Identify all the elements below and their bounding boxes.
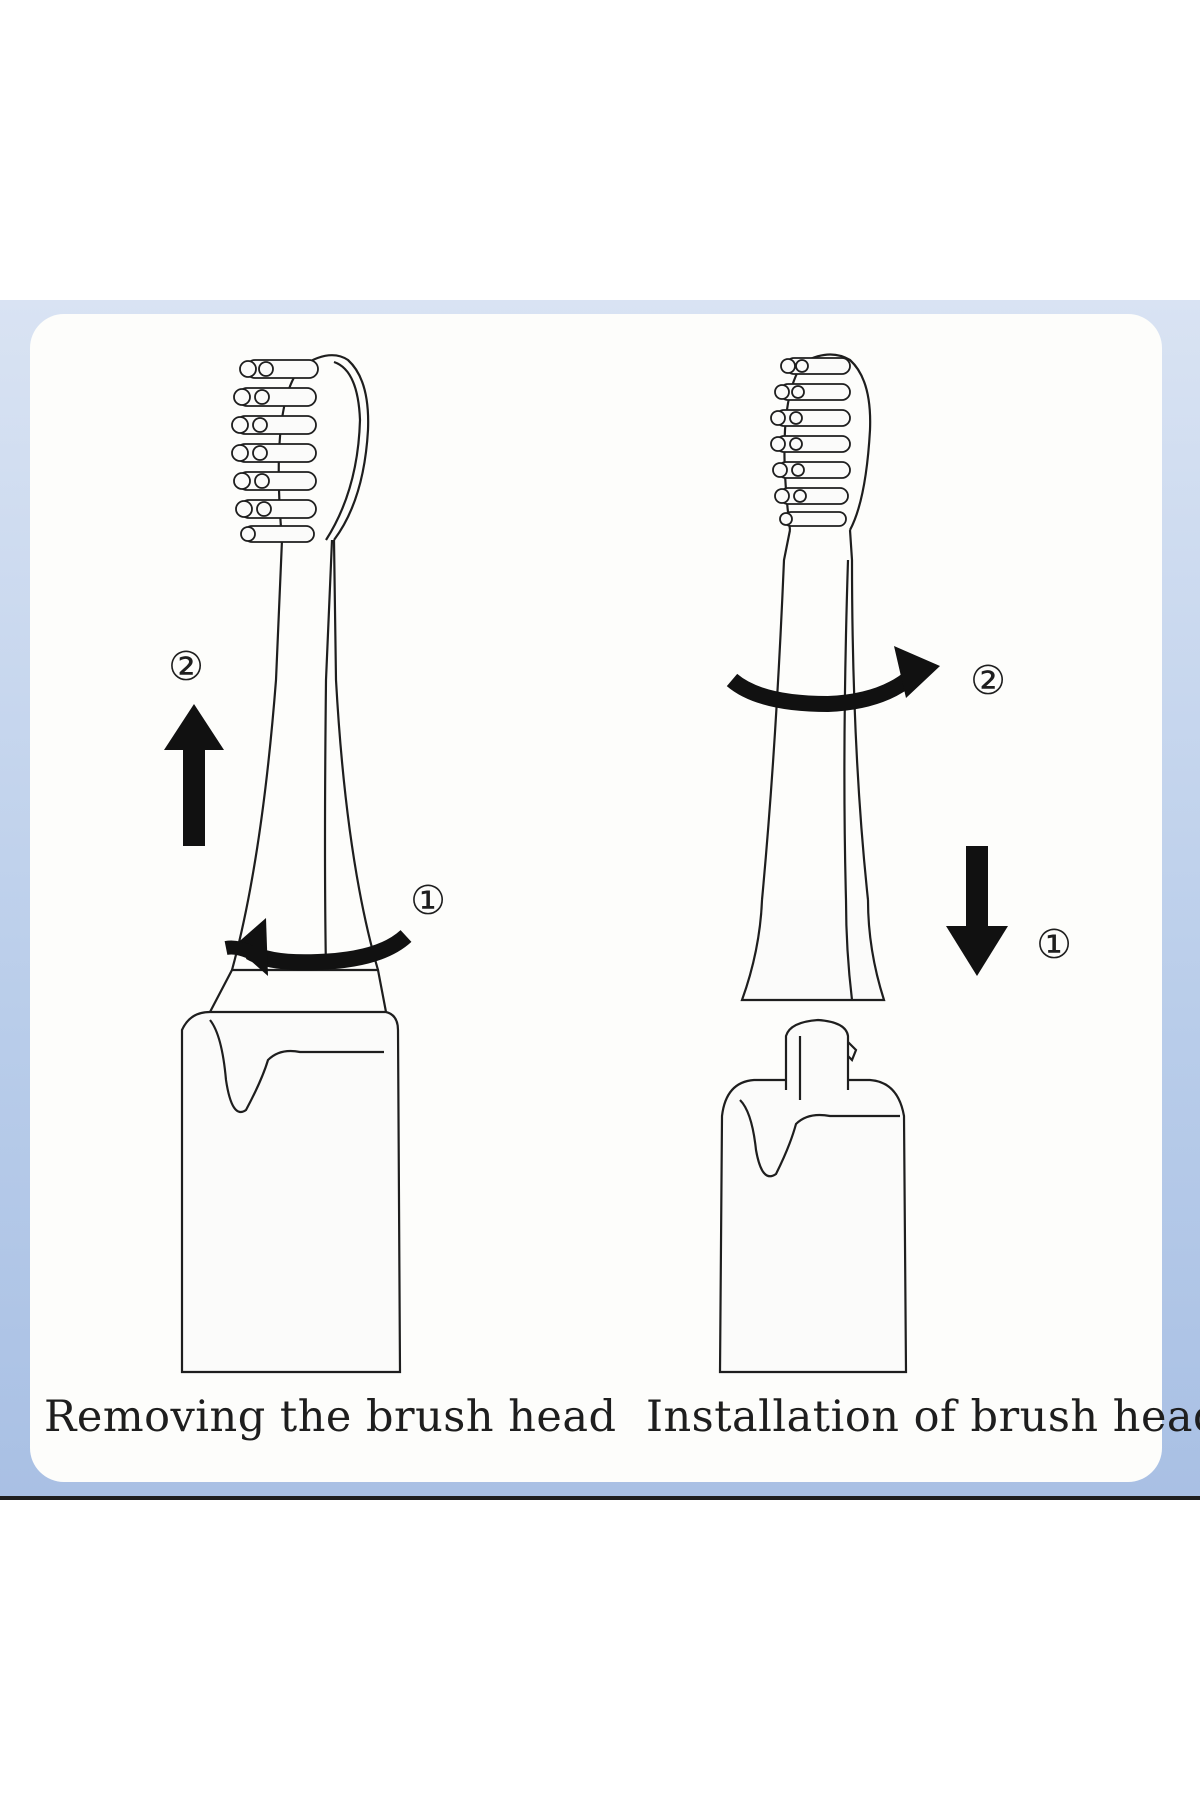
left-step-up-label: ② [168,644,204,690]
caption-removing: Removing the brush head [44,1392,617,1442]
right-toothbrush-handle [718,1018,908,1374]
instruction-figure: ② ① ② ① Removing the brush head Installa… [0,300,1200,1500]
right-down-arrow [946,846,1008,976]
right-bristles [770,357,851,527]
left-toothbrush [180,354,402,1374]
right-step-down-label: ① [1036,922,1072,968]
left-step-twist-label: ① [410,878,446,924]
left-twist-arrow [224,918,412,976]
left-up-arrow [164,704,224,846]
caption-installation: Installation of brush head [646,1392,1200,1442]
illustration: ② ① ② ① [164,353,1072,1374]
right-twist-arrow [726,646,940,713]
left-bristles [231,359,319,543]
right-brush-head [740,353,886,1002]
right-step-twist-label: ② [970,658,1006,704]
